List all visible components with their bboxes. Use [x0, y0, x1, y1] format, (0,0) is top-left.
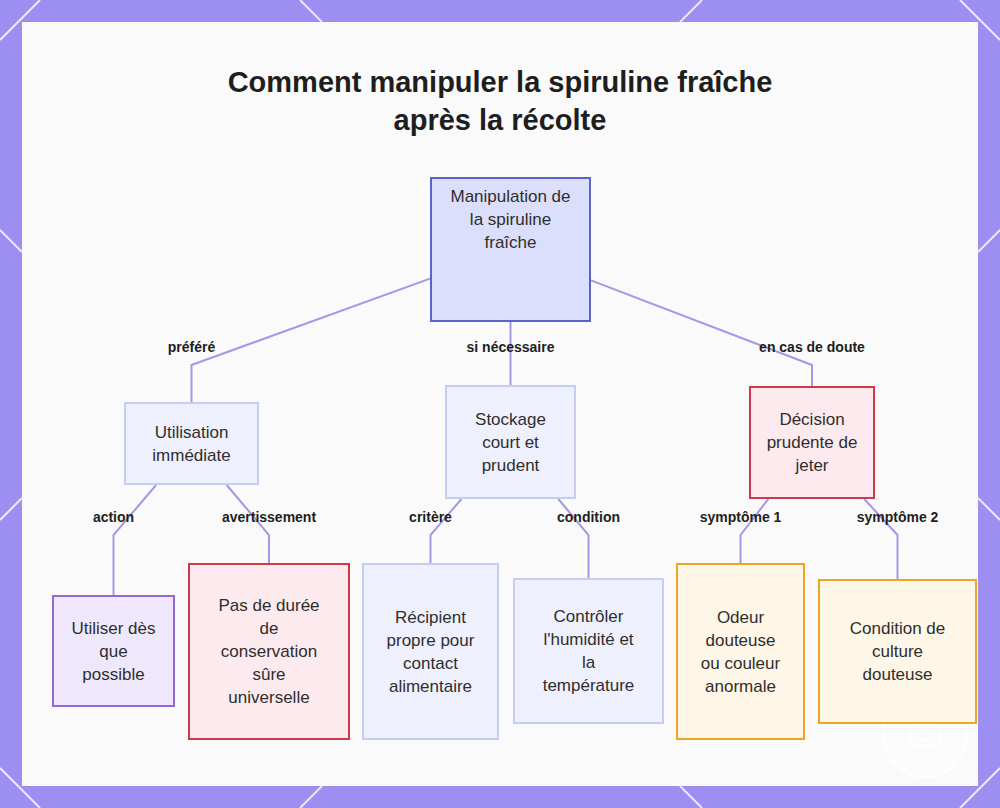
edge-label: symptôme 2 — [857, 509, 939, 525]
connector-line — [591, 280, 812, 386]
diagram-title: Comment manipuler la spiruline fraîche a… — [220, 63, 780, 139]
warning-box: Décision prudente de jeter — [749, 386, 875, 499]
connector-line — [741, 499, 769, 563]
edge-label: condition — [557, 509, 620, 525]
node-text: Utiliser dès que possible — [71, 617, 157, 686]
action-box: Utiliser dès que possible — [52, 595, 175, 707]
branch-box: Utilisation immédiate — [124, 402, 259, 485]
branch-box: Récipient propre pour contact alimentair… — [362, 563, 499, 740]
edge-label: avertissement — [222, 509, 316, 525]
faded-backdrop — [22, 22, 978, 786]
node-text: Manipulation de la spiruline fraîche — [448, 185, 573, 254]
symptom-box: Odeur douteuse ou couleur anormale — [676, 563, 805, 740]
connector-line — [431, 499, 462, 563]
edge-label: si nécessaire — [467, 339, 555, 355]
branch-box: Contrôler l'humidité et la température — [513, 578, 664, 724]
connector-line — [114, 485, 157, 595]
warning-box: Pas de durée de conservation sûre univer… — [188, 563, 350, 740]
connector-line — [192, 279, 431, 402]
canvas-area — [22, 22, 978, 786]
node-text: Décision prudente de jeter — [766, 408, 858, 477]
edge-label: préféré — [168, 339, 215, 355]
edge-label: en cas de doute — [759, 339, 865, 355]
root-box: Manipulation de la spiruline fraîche — [430, 177, 591, 322]
node-text: Utilisation immédiate — [134, 421, 249, 467]
node-text: Pas de durée de conservation sûre univer… — [213, 594, 325, 709]
node-text: Odeur douteuse ou couleur anormale — [698, 606, 784, 698]
node-text: Condition de culture douteuse — [848, 617, 948, 686]
node-text: Stockage court et prudent — [465, 408, 557, 477]
node-text: Récipient propre pour contact alimentair… — [386, 606, 476, 698]
edge-label: symptôme 1 — [700, 509, 782, 525]
edge-label: critère — [409, 509, 452, 525]
edge-label: action — [93, 509, 134, 525]
symptom-box: Condition de culture douteuse — [818, 579, 977, 724]
node-text: Contrôler l'humidité et la température — [536, 605, 642, 697]
branch-box: Stockage court et prudent — [445, 385, 576, 499]
